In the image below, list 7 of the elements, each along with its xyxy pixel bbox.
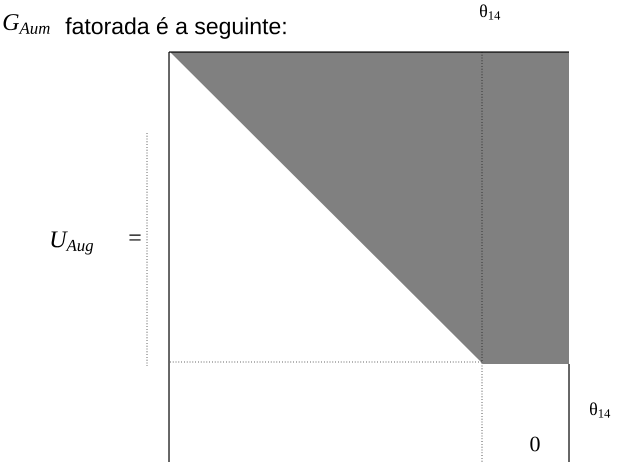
dimension-label: θ$_{14}$ [480, 4, 500, 20]
zero-label: 0 [530, 436, 540, 452]
matrix-symbol: G$_{Aum}$ [4, 14, 50, 34]
sentence-text: fatorada é a seguinte: [66, 17, 286, 39]
equals-sign: = [129, 234, 141, 240]
matrix-symbol: U$_{Aug}$ [51, 231, 94, 254]
dimension-label: θ$_{14}$ [590, 402, 610, 418]
